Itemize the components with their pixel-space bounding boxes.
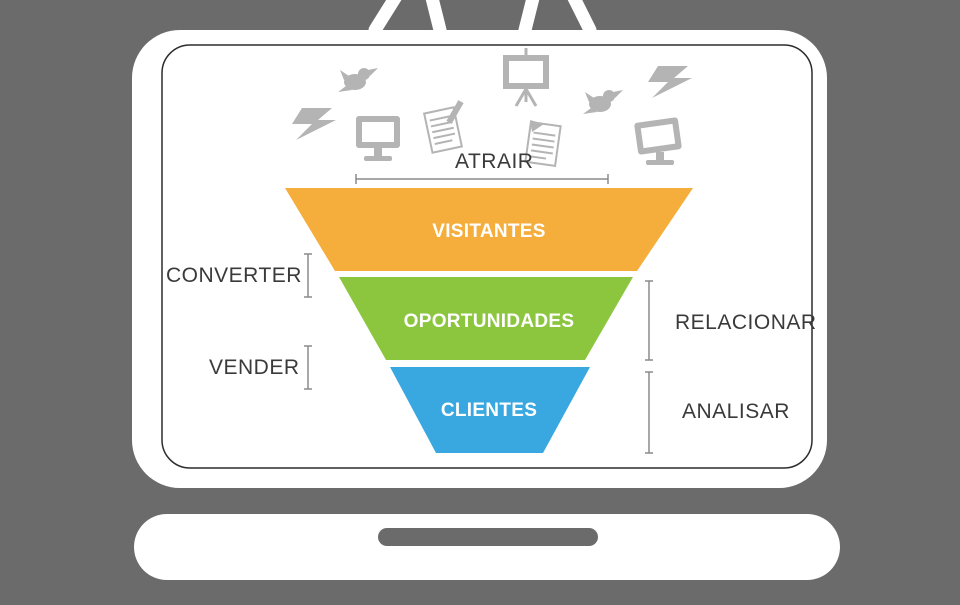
twitter-bird-icon — [583, 90, 623, 114]
atrair-label: ATRAIR — [455, 150, 534, 173]
relacionar-bracket — [645, 280, 653, 361]
vender-label: VENDER — [209, 356, 300, 379]
funnel-label-visitantes: VISITANTES — [432, 221, 546, 242]
document-icon — [524, 120, 562, 168]
relacionar-label: RELACIONAR — [675, 311, 817, 334]
monitor-icon — [634, 117, 682, 165]
atrair-bracket — [355, 174, 609, 184]
presentation-easel-icon — [503, 48, 549, 107]
twitter-bird-icon — [338, 68, 378, 92]
converter-label: CONVERTER — [166, 264, 302, 287]
lightning-icon — [648, 66, 692, 98]
funnel-label-clientes: CLIENTES — [440, 400, 538, 421]
document-pencil-icon — [422, 100, 464, 154]
funnel-stage-oportunidades — [339, 277, 633, 360]
laptop-base — [134, 514, 840, 580]
funnel-label-oportunidades: OPORTUNIDADES — [403, 311, 575, 332]
funnel-stage-visitantes — [285, 188, 693, 271]
converter-bracket — [304, 253, 312, 298]
funnel-stage-clientes — [390, 367, 590, 453]
analisar-bracket — [645, 371, 653, 454]
analisar-label: ANALISAR — [682, 400, 790, 423]
vender-bracket — [304, 345, 312, 390]
hanging-cords — [368, 0, 597, 37]
lightning-icon — [292, 108, 336, 140]
monitor-icon — [356, 116, 400, 161]
laptop-trackpad-slot — [378, 528, 598, 546]
